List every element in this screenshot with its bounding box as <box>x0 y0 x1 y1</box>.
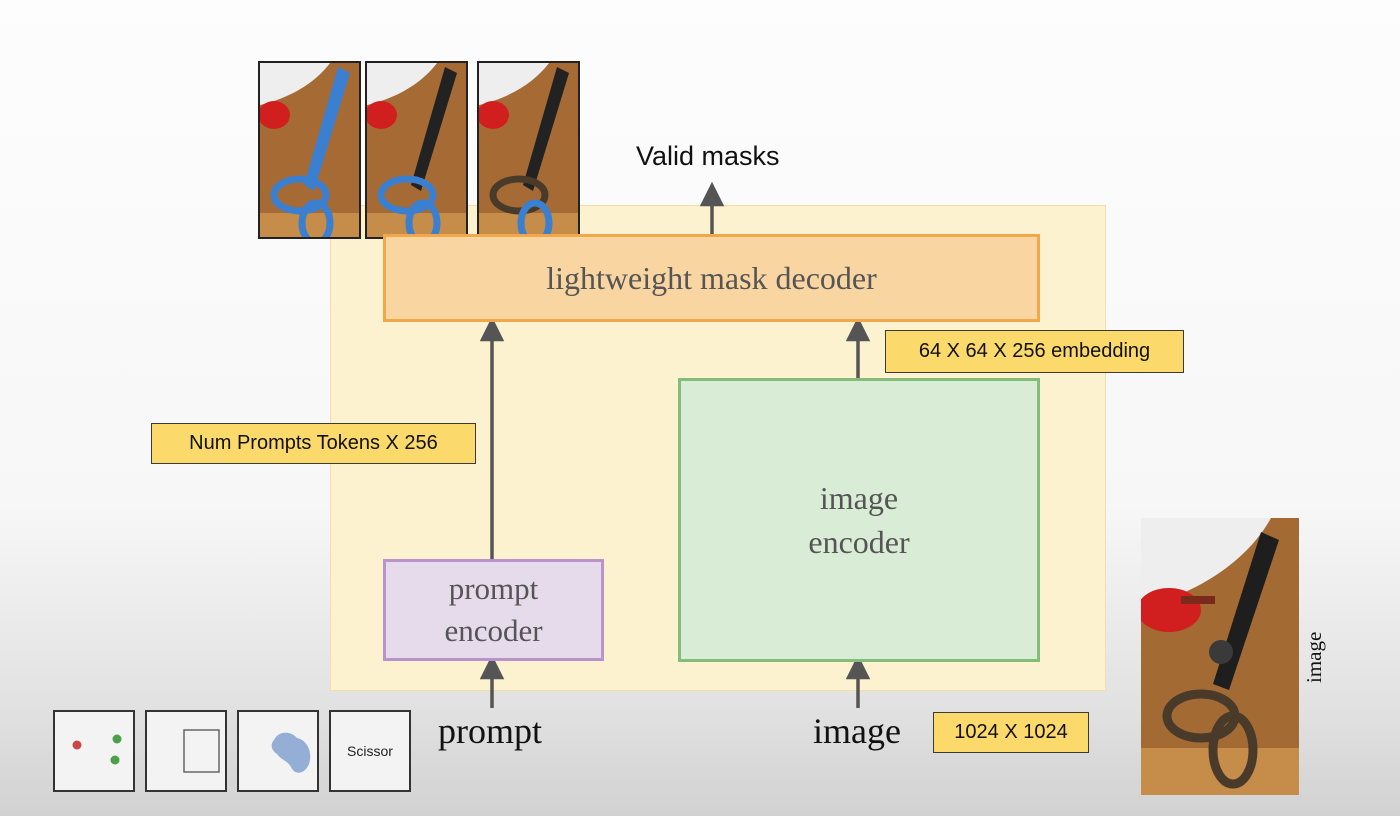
image-encoder-block: image encoder <box>678 378 1040 662</box>
output-mask-thumbnail-1 <box>258 61 361 239</box>
point-prompt-example <box>53 710 135 792</box>
image-input-label: image <box>813 711 901 751</box>
prompt-tokens-tag: Num Prompts Tokens X 256 <box>151 423 476 464</box>
image-encoder-label-line1: image <box>819 480 899 516</box>
image-encoder-label-line2: encoder <box>808 524 910 560</box>
embedding-size-text: 64 X 64 X 256 embedding <box>918 340 1151 362</box>
text-prompt-example: Scissor <box>329 710 411 792</box>
input-image-side-label: image <box>1302 631 1326 683</box>
text-prompt-label: Scissor <box>347 743 393 759</box>
bounding-box-icon <box>183 729 220 773</box>
embedding-size-tag: 64 X 64 X 256 embedding <box>885 330 1184 373</box>
points-icon <box>72 734 122 765</box>
prompt-encoder-label-line1: prompt <box>448 571 539 606</box>
input-image-photo <box>1141 518 1299 795</box>
mask-decoder-label: lightweight mask decoder <box>546 259 877 296</box>
image-size-text: 1024 X 1024 <box>954 721 1068 743</box>
image-size-tag: 1024 X 1024 <box>933 712 1089 753</box>
mask-blob-icon <box>271 732 311 773</box>
output-mask-thumbnail-3 <box>477 61 580 239</box>
mask-decoder-block: lightweight mask decoder <box>383 234 1040 322</box>
prompt-encoder-label-line2: encoder <box>444 613 543 648</box>
output-label: Valid masks <box>636 141 780 171</box>
box-prompt-example <box>145 710 227 792</box>
prompt-tokens-text: Num Prompts Tokens X 256 <box>189 432 438 454</box>
mask-prompt-example <box>237 710 319 792</box>
prompt-encoder-block: prompt encoder <box>383 559 604 661</box>
output-mask-thumbnail-2 <box>365 61 468 239</box>
prompt-input-label: prompt <box>438 711 542 751</box>
